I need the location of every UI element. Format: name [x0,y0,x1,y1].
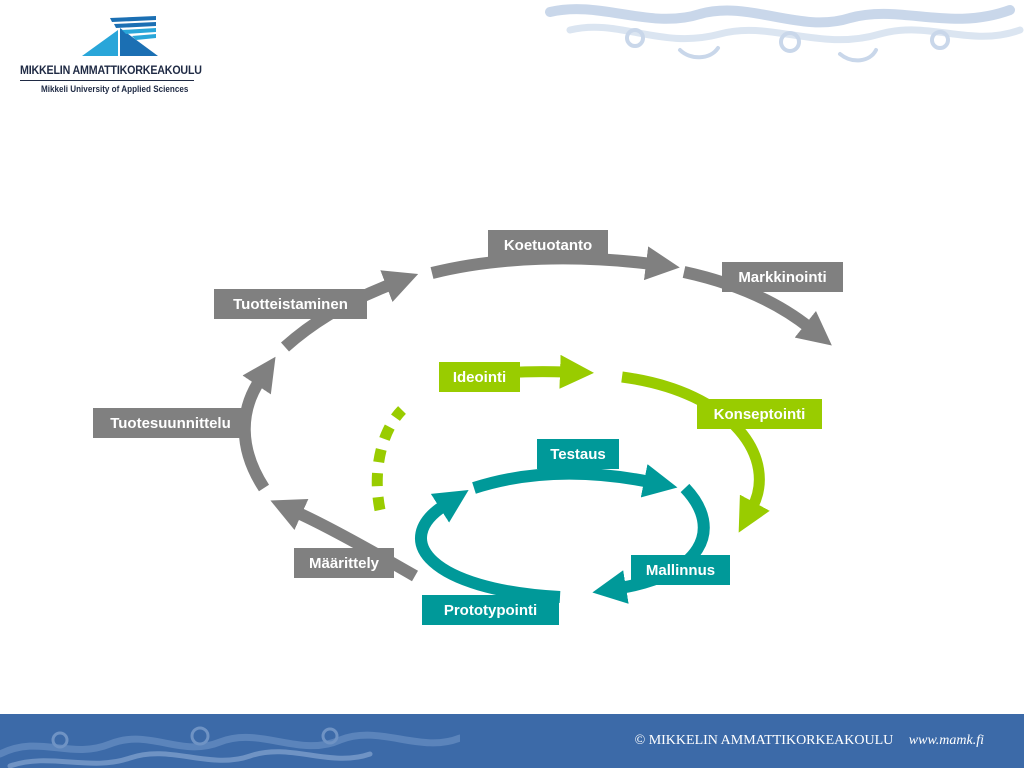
stage-koetuotanto: Koetuotanto [488,230,608,260]
stage-ideointi: Ideointi [439,362,520,392]
arrow-konseptointi-to-mallinnus [621,371,770,533]
stage-maarittely: Määrittely [294,548,394,578]
arrow-koetuotanto-arc [430,246,680,281]
stage-markkinointi: Markkinointi [722,262,843,292]
stage-testaus: Testaus [537,439,619,469]
header-swirl-decoration [540,0,1024,70]
arrow-maarittely-to-tuotesuunnittelu [270,498,419,582]
stage-tuotteistaminen: Tuotteistaminen [214,289,367,319]
arrow-testaus [472,464,678,498]
stage-konseptointi: Konseptointi [697,399,822,429]
arrow-prototypointi-to-testaus [415,489,561,603]
footer-bar: © MIKKELIN AMMATTIKORKEAKOULU www.mamk.f… [0,714,1024,768]
footer-text: © MIKKELIN AMMATTIKORKEAKOULU www.mamk.f… [635,733,984,749]
logo-subtitle: Mikkeli University of Applied Sciences [41,84,189,94]
footer-website: www.mamk.fi [908,733,984,748]
logo-emblem-icon [82,16,158,56]
footer-swirl-decoration [0,726,460,768]
logo: MIKKELIN AMMATTIKORKEAKOULU Mikkeli Univ… [20,16,210,102]
logo-name: MIKKELIN AMMATTIKORKEAKOULU [20,63,202,77]
stage-tuotesuunnittelu: Tuotesuunnittelu [93,408,248,438]
footer-copyright: © MIKKELIN AMMATTIKORKEAKOULU [634,733,894,748]
stage-mallinnus: Mallinnus [631,555,730,585]
logo-rule [20,80,194,81]
arrow-markkinointi [682,266,832,346]
green-dashed-start [371,406,407,512]
stage-prototypointi: Prototypointi [422,595,559,625]
